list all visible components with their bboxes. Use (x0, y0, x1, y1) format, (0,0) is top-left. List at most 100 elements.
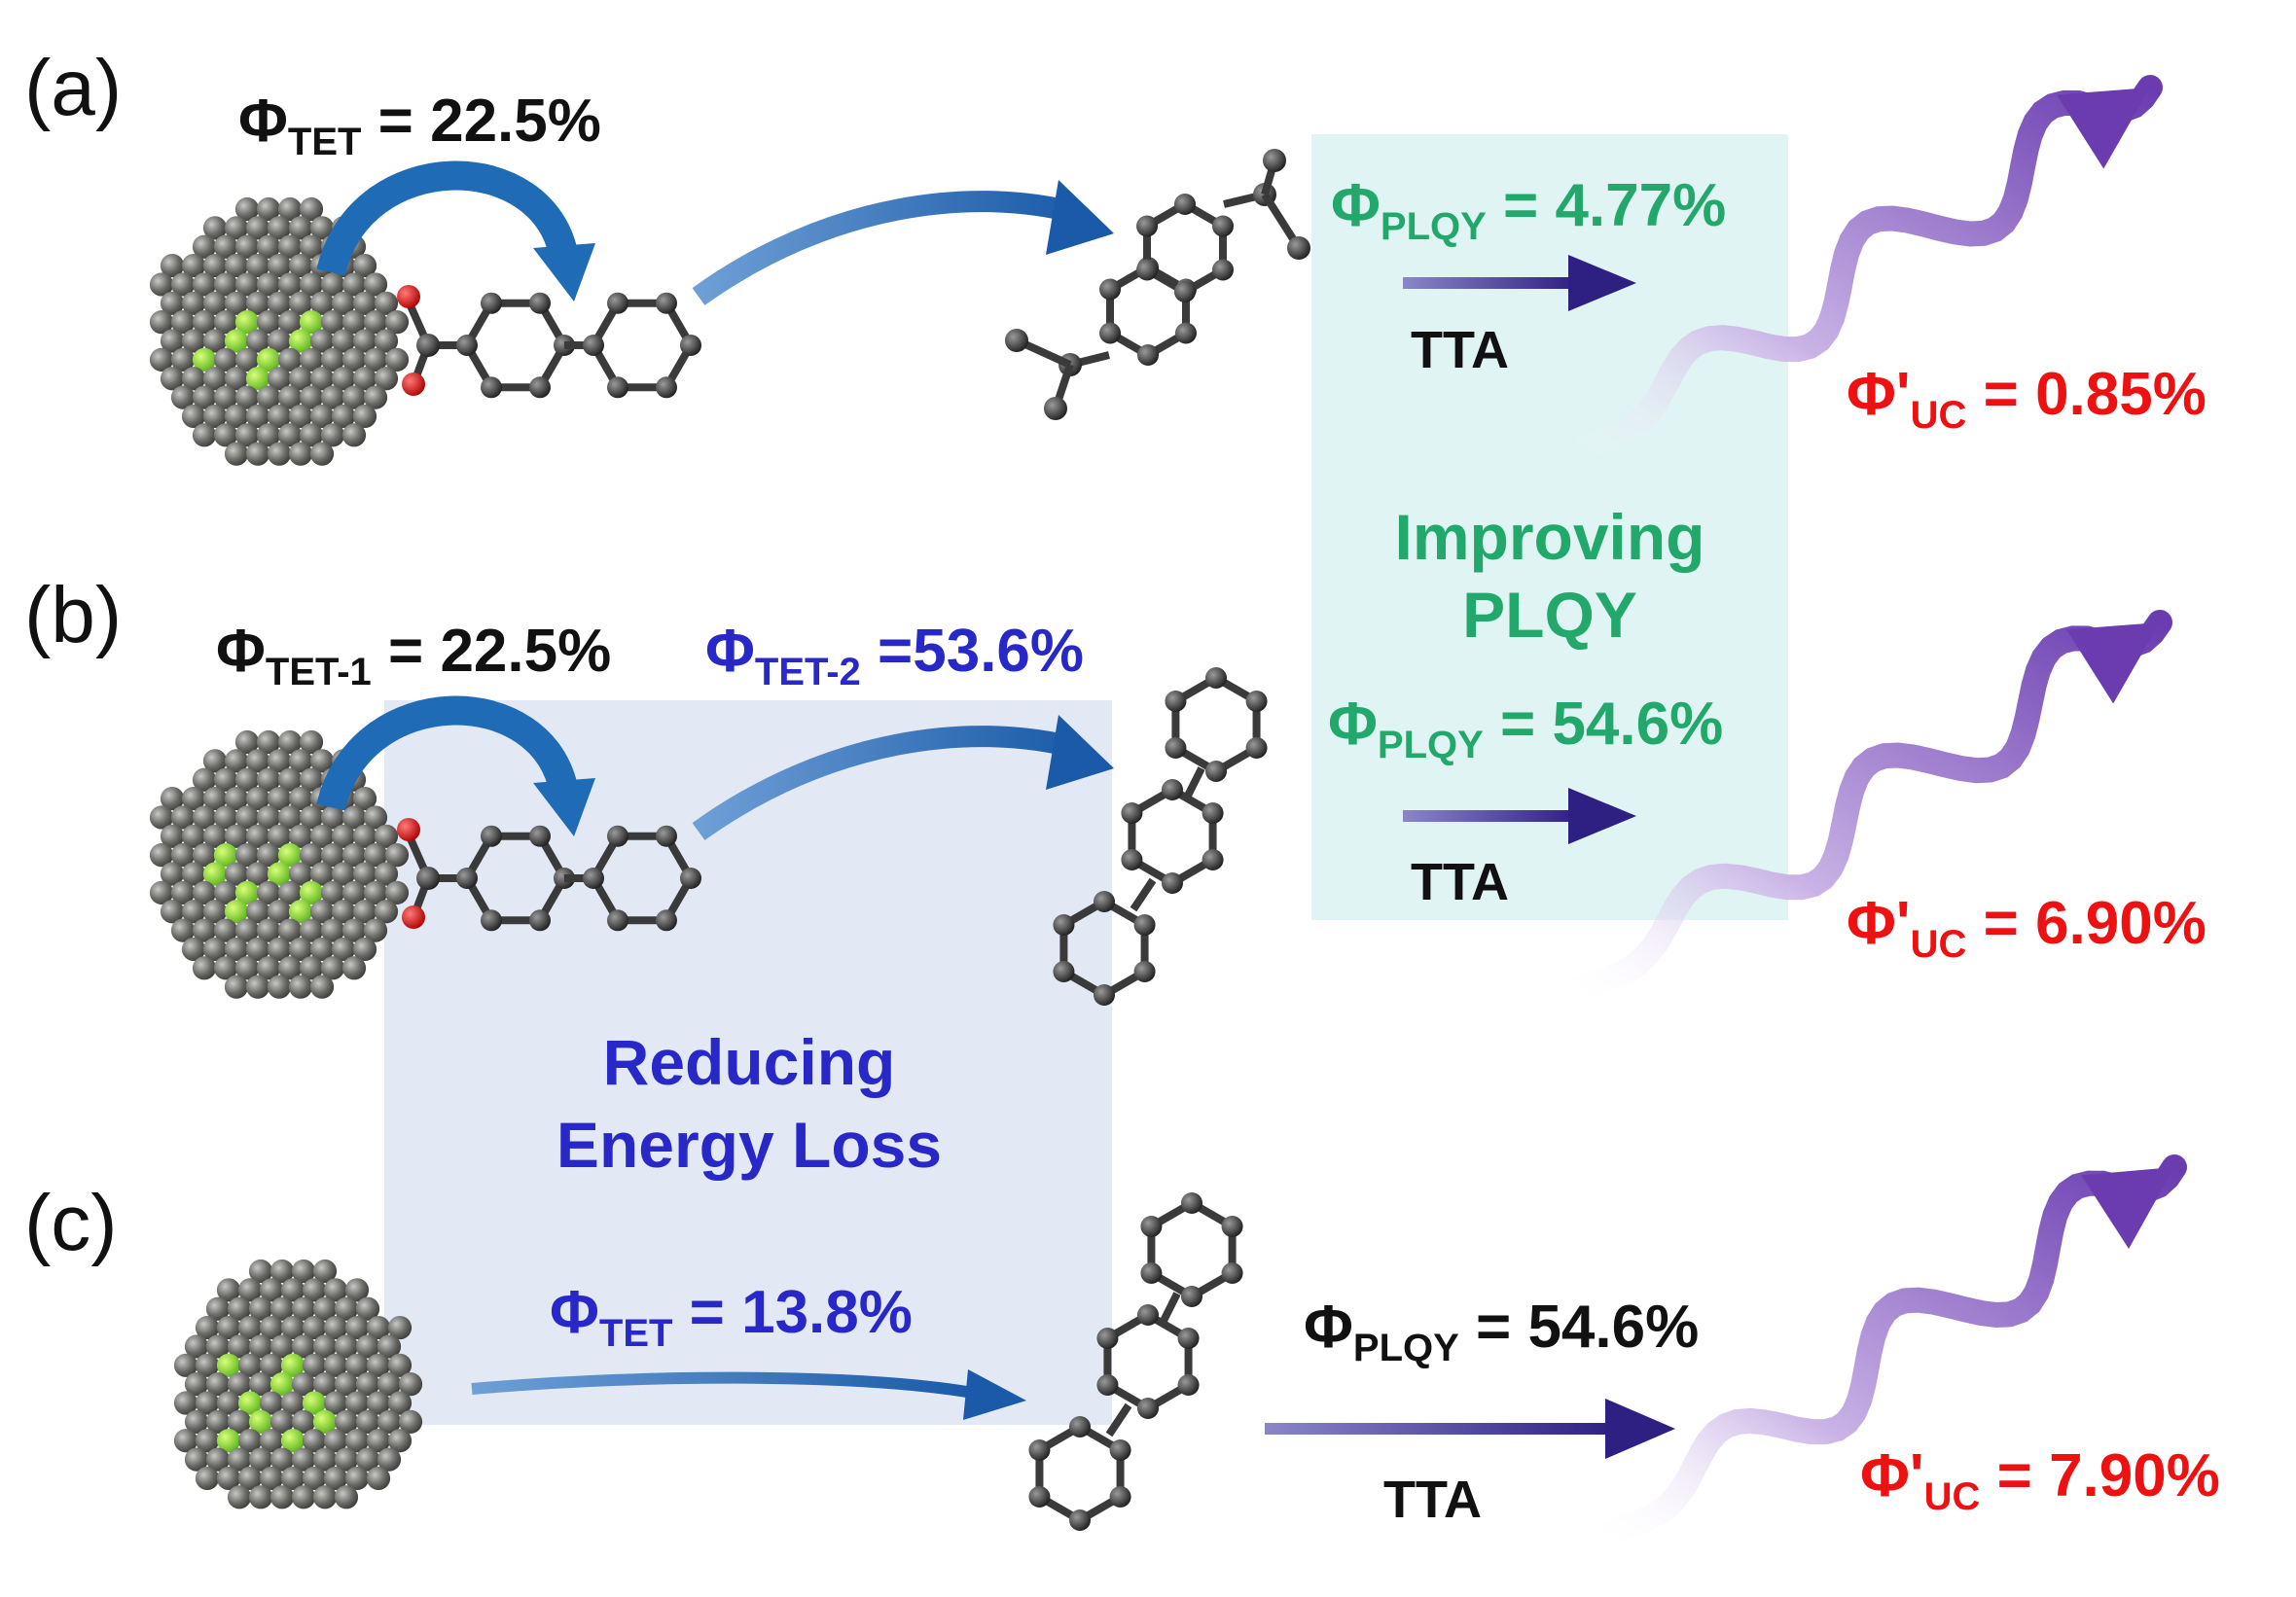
phi-plqy-label-c: ΦPLQY = 54.6% (1304, 1294, 1699, 1369)
lattice-atom (288, 862, 313, 886)
lattice-atom (309, 216, 335, 240)
carbon-atom (529, 825, 551, 847)
ligand-molecule-b (397, 818, 701, 932)
carbon-atom (1121, 802, 1143, 824)
lattice-atom (213, 956, 238, 980)
lattice-atom (173, 1353, 198, 1377)
dopant-atom (288, 900, 313, 924)
lattice-atom (192, 767, 217, 792)
lattice-atom (256, 234, 281, 259)
carbon-atom (1162, 872, 1183, 894)
lattice-atom (224, 404, 249, 429)
lattice-atom (245, 749, 270, 773)
tet-long-arrowhead-b (1046, 715, 1114, 790)
uc-emission-arrowhead-a (2057, 88, 2150, 169)
lattice-atom (299, 767, 324, 792)
carbon-atom (607, 825, 628, 847)
lattice-atom (331, 900, 356, 924)
carbon-atom (1162, 779, 1183, 800)
lattice-atom (234, 385, 260, 409)
annihilator-molecule-c (1028, 1192, 1243, 1531)
lattice-atom (237, 1466, 263, 1491)
panel-label-c: (c) (24, 1179, 118, 1267)
lattice-atom (309, 329, 335, 353)
carbon-atom (1202, 802, 1224, 824)
lattice-atom (352, 862, 377, 886)
lattice-atom (384, 310, 410, 335)
lattice-atom (377, 1334, 402, 1359)
panel-label-a: (a) (24, 44, 122, 132)
lattice-atom (352, 824, 377, 848)
lattice-atom (355, 1409, 380, 1434)
lattice-atom (184, 1372, 209, 1397)
lattice-atom (234, 767, 260, 792)
carbon-atom (680, 335, 701, 356)
lattice-atom (320, 310, 345, 335)
lattice-atom (320, 385, 345, 409)
lattice-atom (334, 1296, 359, 1321)
lattice-atom (248, 1372, 273, 1397)
carbon-atom (481, 909, 502, 932)
lattice-atom (323, 1315, 348, 1340)
oxygen-atom (402, 905, 425, 929)
carbon-atom (416, 867, 440, 890)
tta-arrowhead-a (1568, 255, 1636, 311)
carbon-atom (1211, 259, 1234, 281)
carbon-atom (1181, 1192, 1202, 1214)
lattice-atom (245, 329, 270, 353)
lattice-atom (320, 843, 345, 868)
carbon-atom (656, 909, 677, 932)
lattice-atom (205, 1334, 231, 1359)
lattice-atom (309, 291, 335, 315)
dopant-atom (267, 862, 292, 886)
improving-plqy-annotation-line1: Improving (1394, 501, 1704, 573)
lattice-atom (256, 880, 281, 905)
lattice-atom (149, 843, 174, 868)
lattice-atom (312, 1485, 338, 1509)
lattice-atom (259, 1278, 284, 1302)
lattice-atom (173, 1429, 198, 1453)
lattice-atom (248, 1259, 273, 1284)
carbon-atom (1053, 961, 1075, 982)
uc-emission-wave-b (1554, 610, 2172, 1010)
lattice-atom (341, 310, 367, 335)
carbon-atom (416, 334, 440, 357)
lattice-atom (299, 729, 324, 755)
carbon-atom (680, 868, 701, 889)
lattice-atom (205, 1296, 231, 1321)
lattice-atom (288, 937, 313, 962)
lattice-atom (213, 767, 238, 792)
lattice-atom (320, 805, 345, 830)
lattice-atom (259, 1315, 284, 1340)
lattice-atom (387, 1391, 413, 1415)
dopant-atom (299, 880, 324, 905)
carbon-atom (529, 376, 551, 399)
lattice-atom (227, 1296, 252, 1321)
lattice-atom (227, 1447, 252, 1472)
lattice-atom (192, 272, 217, 297)
lattice-atom (363, 880, 388, 905)
lattice-atom (366, 1315, 391, 1340)
lattice-atom (245, 975, 270, 999)
lattice-atom (216, 1391, 241, 1415)
lattice-atom (355, 1334, 380, 1359)
lattice-atom (309, 367, 335, 391)
carbon-atom (607, 909, 628, 932)
lattice-atom (170, 385, 196, 409)
tta-arrowhead-b (1568, 788, 1636, 844)
carbon-atom (1133, 961, 1156, 982)
dopant-atom (280, 1429, 305, 1453)
tet-arrow-c (471, 1371, 975, 1399)
lattice-atom (312, 1259, 338, 1284)
lattice-atom (344, 1429, 370, 1453)
lattice-atom (398, 1372, 423, 1397)
lattice-atom (256, 310, 281, 335)
bond (1130, 877, 1157, 912)
lattice-atom (387, 1315, 413, 1340)
carbon-atom (1137, 1304, 1159, 1326)
lattice-atom (312, 1296, 338, 1321)
lattice-atom (170, 880, 196, 905)
lattice-atom (195, 1315, 220, 1340)
lattice-atom (374, 291, 399, 315)
phi-uc-label-b: Φ'UC = 6.90% (1847, 890, 2206, 966)
